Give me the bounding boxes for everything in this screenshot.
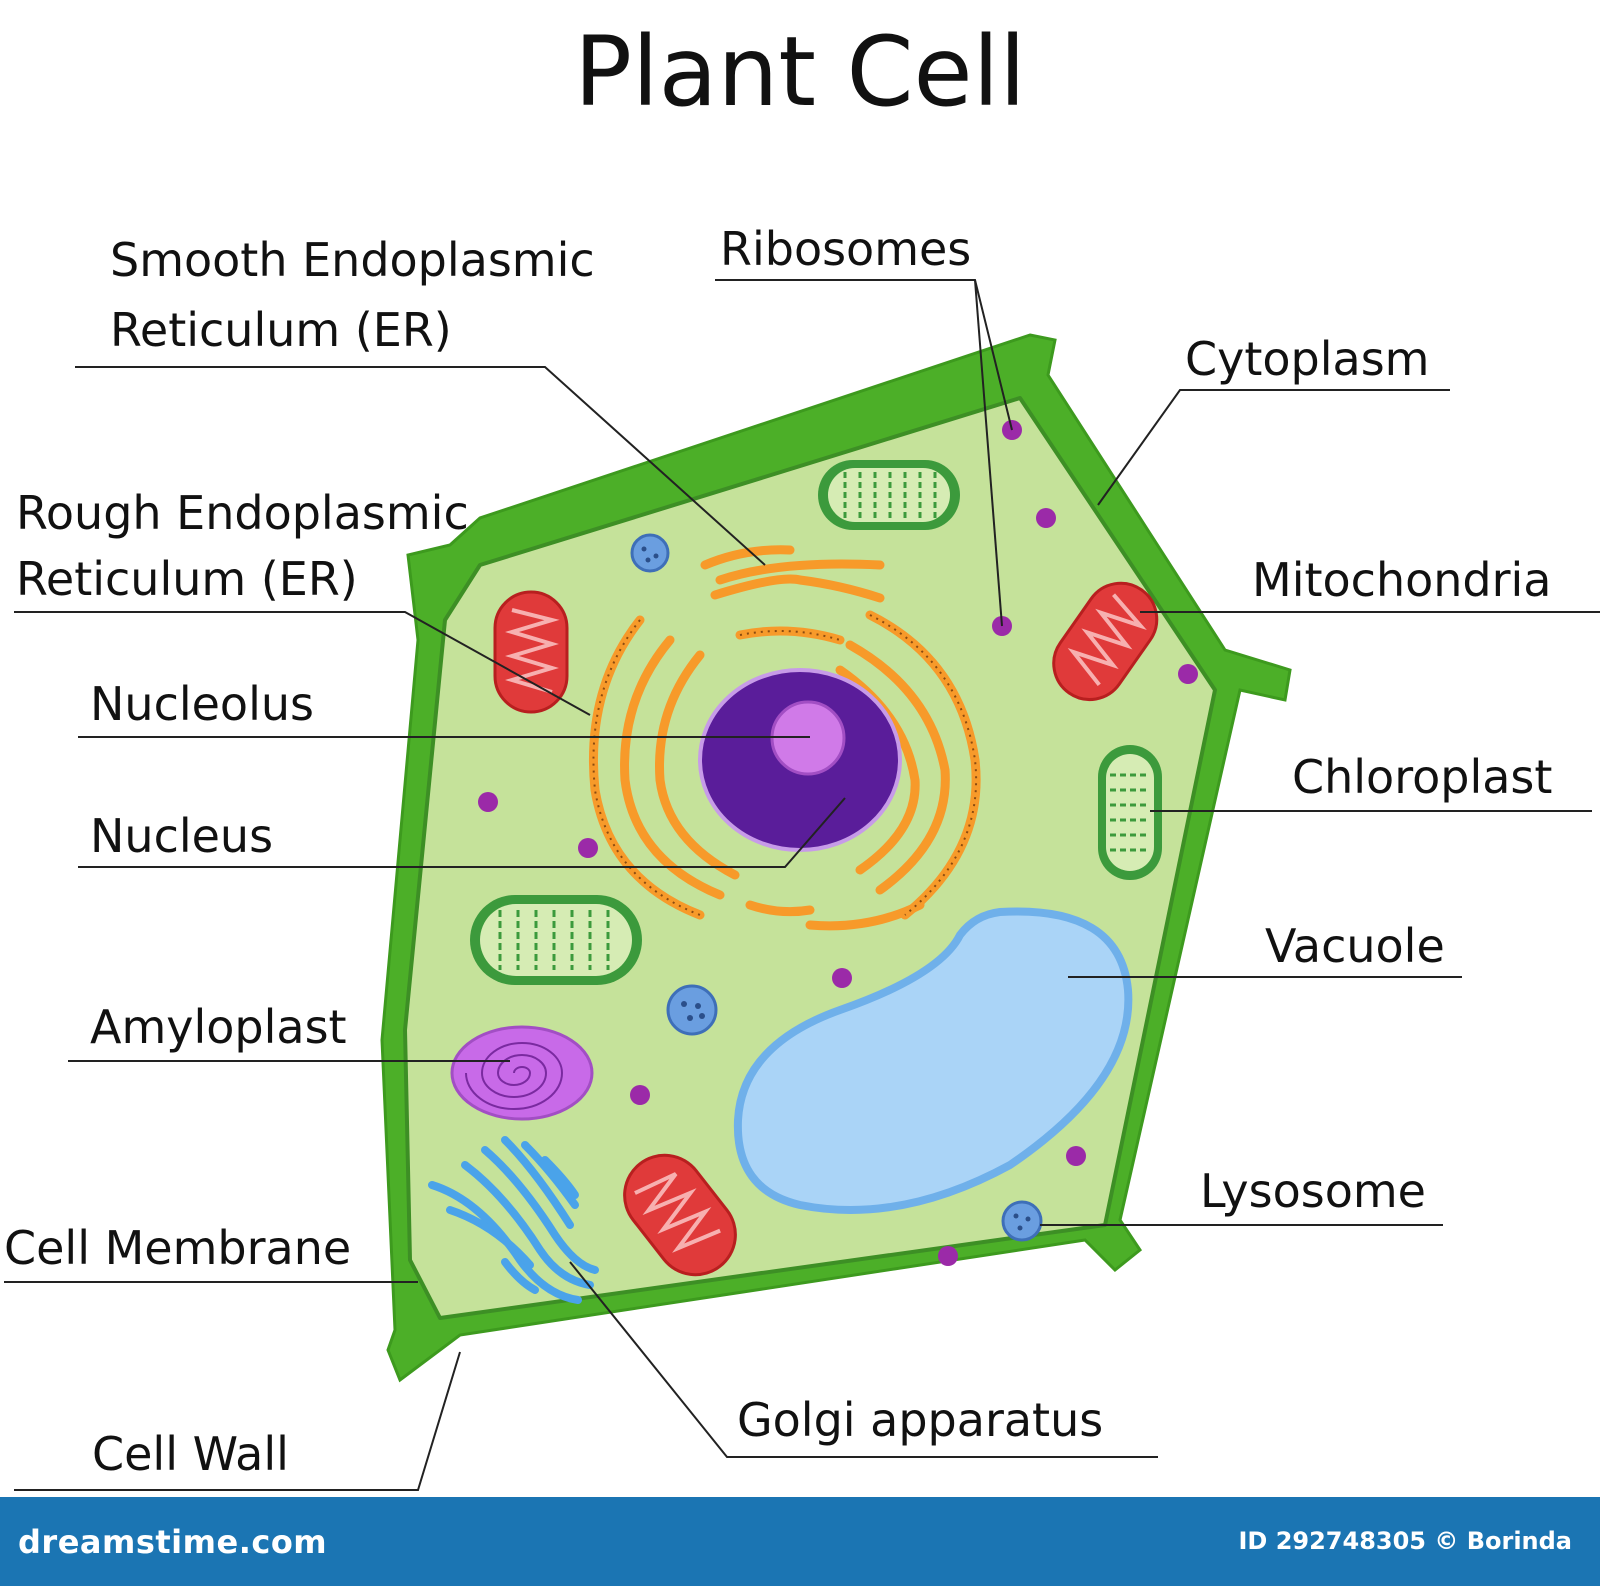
smooth-er: [700, 545, 885, 603]
footer-bar: dreamstime.com ID 292748305 © Borinda: [0, 1497, 1600, 1586]
chloroplast-top: [818, 460, 960, 530]
label-golgi: Golgi apparatus: [737, 1393, 1103, 1447]
vacuole: [733, 907, 1133, 1214]
mitochondrion-left: [493, 590, 569, 714]
label-chloroplast: Chloroplast: [1292, 750, 1552, 804]
mitochondrion-right: [1052, 581, 1159, 702]
lysosomes: [630, 533, 1043, 1242]
label-rough-er-2: Reticulum (ER): [16, 552, 358, 606]
label-smooth-er-2: Reticulum (ER): [110, 303, 452, 357]
label-mitochondria: Mitochondria: [1252, 553, 1551, 607]
chloroplast-left: [470, 895, 642, 985]
label-amyloplast: Amyloplast: [90, 1000, 347, 1054]
labels: Smooth Endoplasmic Reticulum (ER) Riboso…: [4, 222, 1552, 1481]
chloroplast-right: [1098, 745, 1162, 880]
leader-golgi: [569, 1261, 1158, 1458]
label-smooth-er-1: Smooth Endoplasmic: [110, 233, 595, 287]
leader-cell-wall: [14, 1351, 461, 1491]
label-lysosome: Lysosome: [1200, 1164, 1426, 1218]
footer-image-id: ID 292748305 © Borinda: [1238, 1527, 1572, 1555]
diagram-title: Plant Cell: [574, 16, 1026, 128]
leader-lines: [4, 279, 1600, 1491]
label-cell-wall: Cell Wall: [92, 1427, 289, 1481]
leader-rough-er: [14, 611, 591, 716]
footer-brand[interactable]: dreamstime.com: [18, 1523, 328, 1561]
leader-nucleus: [78, 797, 846, 868]
label-cell-membrane: Cell Membrane: [4, 1221, 351, 1275]
label-vacuole: Vacuole: [1265, 919, 1445, 973]
rough-er-ribosome-dots: [592, 614, 978, 916]
leader-smooth-er: [75, 366, 766, 566]
label-rough-er-1: Rough Endoplasmic: [16, 486, 469, 540]
label-nucleus: Nucleus: [90, 809, 273, 863]
label-cytoplasm: Cytoplasm: [1185, 332, 1429, 386]
label-nucleolus: Nucleolus: [90, 677, 314, 731]
mitochondrion-bottom: [623, 1153, 737, 1277]
leader-cytoplasm: [1097, 389, 1450, 506]
leader-ribosomes-2: [974, 279, 1003, 627]
label-ribosomes: Ribosomes: [720, 222, 971, 276]
golgi-apparatus: [428, 1136, 599, 1304]
amyloplast: [450, 1025, 594, 1121]
